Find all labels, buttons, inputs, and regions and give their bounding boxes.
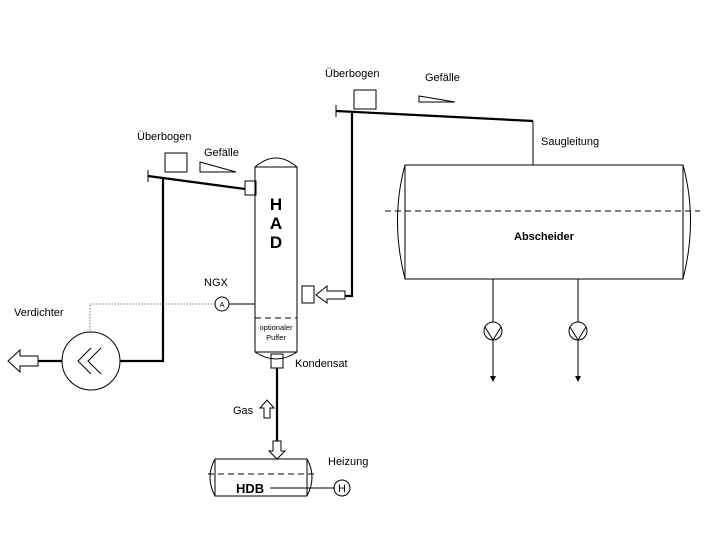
saugleitung-label: Saugleitung — [541, 136, 599, 148]
gefaelle-right-label: Gefälle — [425, 72, 460, 84]
had-letter-d: D — [270, 233, 282, 252]
ueberbogen-left — [164, 152, 188, 173]
kondensat-arrow — [267, 440, 287, 460]
hdb-label: HDB — [236, 481, 264, 496]
puffer-label-line1: optionaler — [260, 323, 293, 332]
gefaelle-pipe-right — [335, 109, 534, 123]
ueberbogen-right — [353, 89, 377, 110]
had-outlet-nozzle — [244, 180, 257, 196]
had-letter-h: H — [270, 195, 282, 214]
ngx-label: NGX — [204, 277, 229, 289]
gefaelle-left-wedge — [199, 161, 237, 173]
verdichter-symbol — [61, 331, 121, 391]
pipe-to-had-inlet — [345, 111, 354, 298]
gefaelle-right-wedge — [418, 95, 456, 103]
verdichter-label: Verdichter — [14, 307, 64, 319]
drain-valve-right — [568, 279, 588, 382]
heizung-label: Heizung — [328, 456, 368, 468]
analyzer-letter: A — [219, 300, 224, 309]
ueberbogen-left-label: Überbogen — [137, 131, 191, 143]
pipe-to-verdichter — [120, 178, 165, 363]
kondensat-nozzle — [270, 353, 284, 369]
ueberbogen-right-label: Überbogen — [325, 68, 379, 80]
signal-line — [89, 303, 215, 333]
kondensat-label: Kondensat — [295, 358, 348, 370]
heater-symbol — [333, 479, 351, 497]
gas-label: Gas — [233, 405, 254, 417]
had-letter-a: A — [270, 214, 282, 233]
drain-valve-left — [483, 279, 503, 382]
had-column — [254, 157, 298, 360]
puffer-label-line2: Puffer — [266, 333, 286, 342]
heater-letter: H — [338, 483, 346, 495]
verdichter-outlet-arrow — [7, 348, 39, 374]
gefaelle-left-label: Gefälle — [204, 147, 239, 159]
hdb-vessel — [208, 458, 314, 497]
gefaelle-pipe-left — [147, 174, 246, 191]
abscheider-label: Abscheider — [514, 231, 575, 243]
abscheider-tank — [385, 164, 700, 280]
had-inlet-arrow — [315, 284, 346, 304]
gas-arrow — [258, 399, 276, 419]
